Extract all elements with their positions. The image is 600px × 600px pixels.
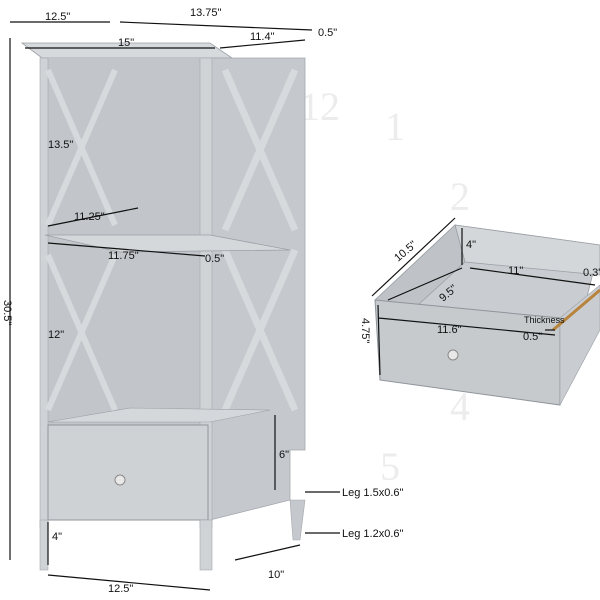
cabinet-height-label: 30.5" (1, 300, 13, 325)
drawer-side-edge-label: 0.3" (583, 267, 600, 279)
front-left-post (39, 57, 49, 529)
cabinet-illustration (20, 42, 306, 571)
leg-height-label: 4" (52, 531, 62, 543)
drawer-knob (114, 474, 126, 486)
front-right-leg (199, 519, 213, 571)
cabinet-inner-width-label: 15" (118, 37, 134, 49)
middle-shelf-side-label: 0.5" (205, 253, 224, 265)
drawer-outer-width-label: 11.6" (437, 324, 462, 336)
drawer-outer-depth-label: 10.5" (392, 239, 419, 265)
drawer-knob-detail (447, 349, 459, 361)
upper-shelf-height-label: 13.5" (48, 139, 73, 151)
cabinet-top-depth-label: 12.5" (45, 11, 70, 23)
lower-shelf (47, 407, 271, 423)
drawer-edge-thickness (552, 288, 600, 332)
drawer-inner-height-label: 4" (466, 239, 476, 251)
drawer-outer-height-label: 4.75" (359, 318, 371, 343)
cabinet-inner-depth-label: 11.4" (250, 31, 275, 43)
cabinet-top-side-label: 0.5" (318, 27, 337, 39)
cabinet-drawer-front (47, 424, 209, 521)
front-left-leg (39, 519, 49, 571)
upper-shelf-depth-label: 11.25" (74, 211, 105, 223)
side-x-brace-lower (221, 248, 299, 412)
leg-upper-size-label: Leg 1.5x0.6" (342, 487, 403, 499)
cabinet-side-panel (209, 57, 306, 521)
back-right-leg (289, 499, 306, 541)
watermark-4: 4 (450, 384, 470, 429)
drawer-dimension-lines (371, 217, 596, 376)
drawer-thickness-title: Thickness (524, 315, 565, 325)
cabinet-dimension-lines (9, 21, 340, 591)
drawer-inner-width-label: 11" (508, 265, 523, 277)
drawer-height-label: 6" (279, 449, 289, 461)
watermark-1: 1 (385, 104, 405, 149)
watermark-5: 5 (380, 444, 400, 489)
lower-shelf-height-label: 12" (48, 329, 64, 341)
bottom-depth-label: 10" (268, 569, 284, 581)
watermark-2: 2 (450, 174, 470, 219)
side-x-brace-upper (221, 68, 299, 232)
drawer-illustration (374, 224, 600, 406)
leg-lower-size-label: Leg 1.2x0.6" (342, 528, 403, 540)
left-x-brace-lower (45, 253, 118, 412)
left-x-brace-upper (45, 68, 118, 227)
drawer-thickness-value: 0.5" (523, 331, 542, 343)
middle-shelf-width-label: 11.75" (108, 250, 139, 262)
bottom-width-label: 12.5" (108, 583, 133, 595)
cabinet-top-width-label: 13.75" (190, 7, 222, 19)
watermark-12: 12 (300, 84, 340, 129)
